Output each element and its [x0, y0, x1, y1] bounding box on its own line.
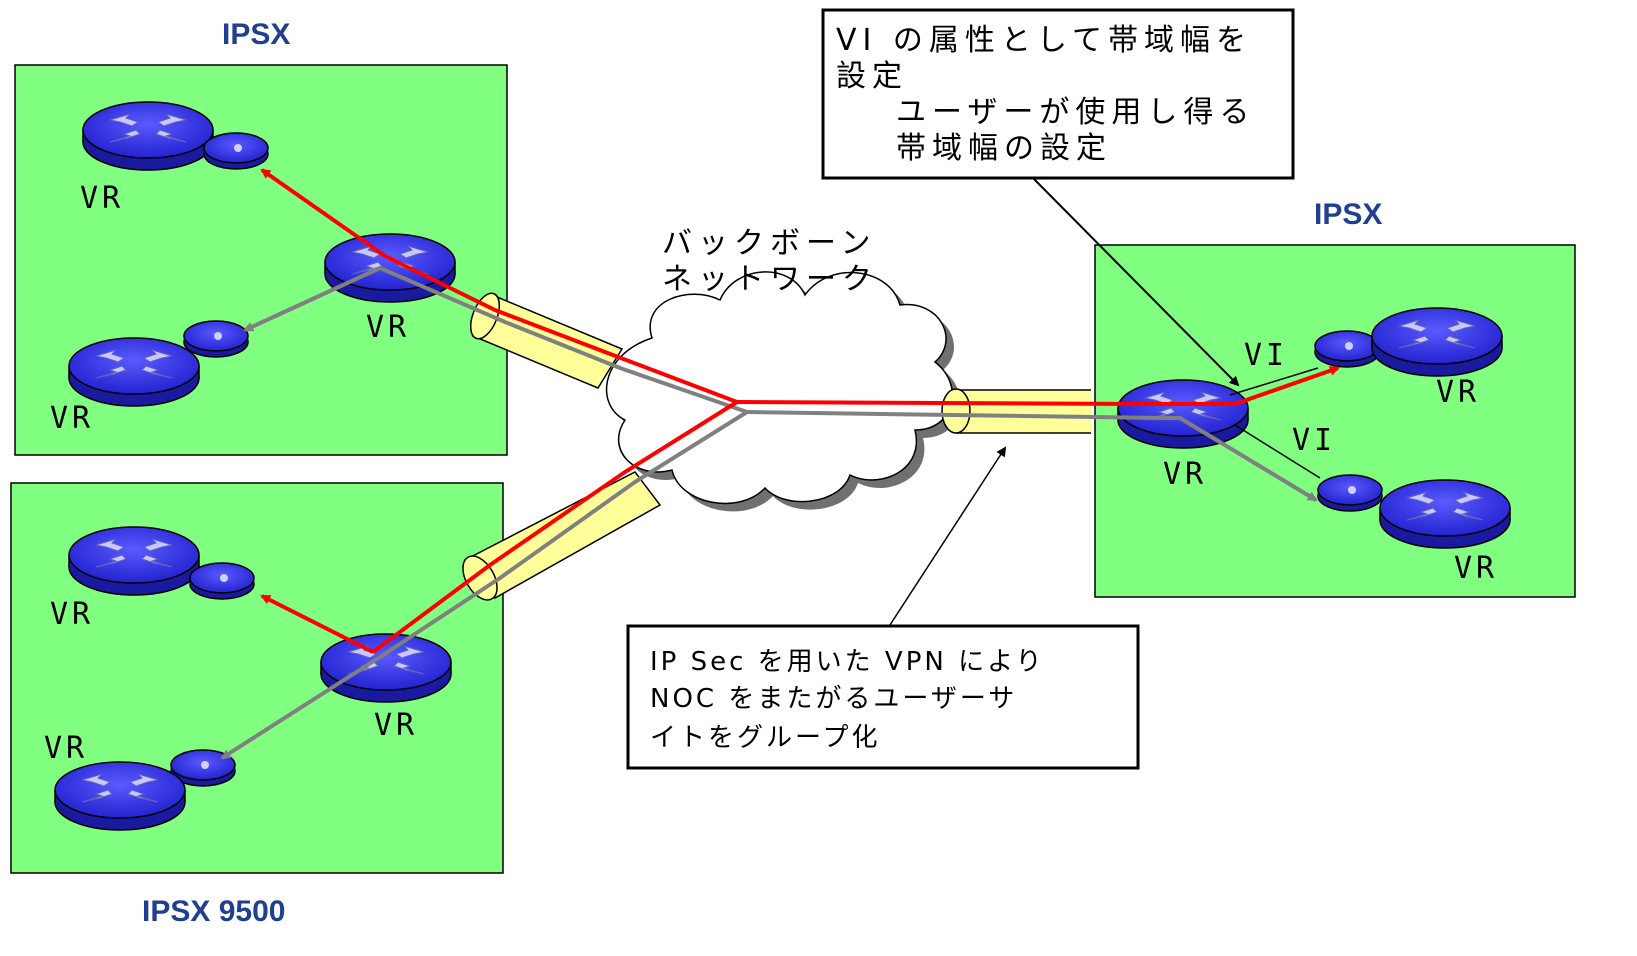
- router-icon: [54, 761, 186, 831]
- vr-label: VR: [1436, 375, 1480, 410]
- router-icon: [1117, 379, 1249, 449]
- vr-label: VR: [50, 597, 94, 632]
- vr-label: VR: [80, 181, 124, 216]
- vpn-tunnel-top: [469, 292, 624, 389]
- bandwidth-callout-line2: 設定: [836, 59, 908, 94]
- ipsec-callout-line3: イトをグループ化: [650, 723, 880, 753]
- vr-label: VR: [1163, 457, 1207, 492]
- router-icon: [68, 337, 200, 407]
- vi-icon: [183, 320, 249, 358]
- vpn-tunnel-right: [941, 388, 1091, 434]
- vi-label: VI: [1292, 423, 1336, 458]
- router-icon: [1371, 307, 1503, 377]
- ipsec-callout-line2: NOC をまたがるユーザーサ: [650, 684, 1017, 714]
- vi-icon: [1314, 330, 1380, 368]
- bandwidth-callout-box: [821, 8, 1295, 180]
- callout-pointer: [1029, 174, 1240, 387]
- router-icon: [1379, 479, 1511, 549]
- bandwidth-callout-line4: 帯域幅の設定: [896, 131, 1112, 166]
- vi-icon: [203, 132, 269, 170]
- ipsx-label-top-left: IPSX: [222, 18, 290, 51]
- router-icon: [68, 526, 200, 596]
- ipsx-label-right: IPSX: [1314, 198, 1382, 231]
- vi-icon: [189, 562, 255, 600]
- gray-traffic-path: [220, 266, 1318, 760]
- ipsec-callout-line1: IP Sec を用いた VPN により: [650, 647, 1045, 677]
- vr-label: VR: [374, 708, 418, 743]
- bandwidth-callout-line3: ユーザーが使用し得る: [896, 95, 1255, 130]
- callout-pointer: [887, 446, 1007, 629]
- backbone-label-line1: バックボーン: [662, 226, 877, 261]
- vr-label: VR: [366, 310, 410, 345]
- vr-label: VR: [44, 731, 88, 766]
- vi-label: VI: [1244, 338, 1288, 373]
- vr-label: VR: [50, 401, 94, 436]
- ipsec-callout-box: [626, 624, 1140, 770]
- backbone-label-line2: ネットワーク: [662, 262, 878, 297]
- backbone-cloud: [605, 271, 961, 512]
- red-traffic-path: [260, 168, 1340, 654]
- vr-label: VR: [1454, 551, 1498, 586]
- bandwidth-callout-line1: VI の属性として帯域幅を: [836, 23, 1252, 58]
- vi-icon: [1317, 474, 1383, 512]
- router-icon: [82, 101, 214, 171]
- ipsx-label-bottom-left: IPSX 9500: [142, 895, 285, 928]
